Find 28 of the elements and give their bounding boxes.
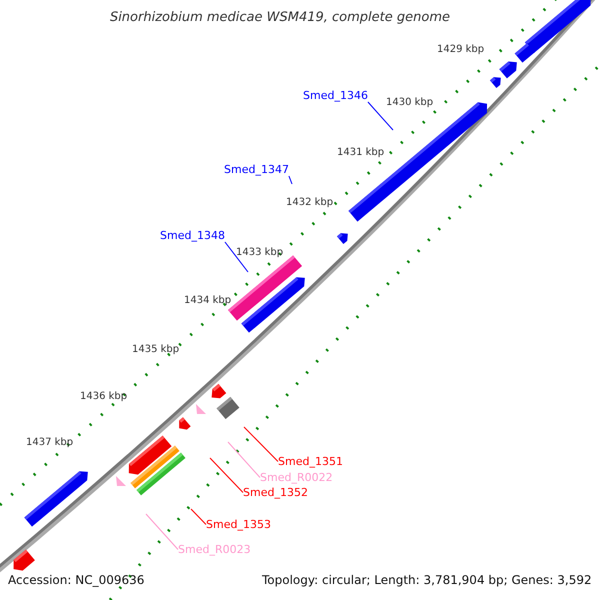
leader-line	[244, 426, 278, 462]
tick-label: 1434 kbp	[184, 295, 232, 306]
tick-label: 1433 kbp	[236, 247, 284, 258]
leader-line	[288, 176, 292, 184]
tick-label: 1436 kbp	[80, 391, 128, 402]
gene-label: Smed_1347	[224, 163, 289, 176]
leader-line	[228, 442, 260, 478]
gene-label: Smed_R0022	[260, 471, 333, 484]
title: Sinorhizobium medicae WSM419, complete genome	[108, 10, 450, 25]
gene-label: Smed_1346	[303, 89, 368, 102]
leader-line	[146, 514, 178, 550]
footer-text: Accession: NC_009636	[8, 573, 144, 587]
gene-label: Smed_R0023	[178, 543, 251, 556]
gene-label: Smed_1351	[278, 455, 343, 468]
leader-line	[190, 508, 206, 525]
tick-label: 1430 kbp	[386, 97, 434, 108]
leader-line	[210, 458, 244, 493]
tick-label: 1429 kbp	[437, 44, 484, 55]
tick-label: 1435 kbp	[132, 344, 180, 355]
gene-label: Smed_1353	[206, 518, 271, 531]
leader-line	[367, 102, 394, 130]
tick-label: 1432 kbp	[286, 197, 334, 208]
gene-label: Smed_1348	[160, 229, 225, 242]
footer-text: Topology: circular; Length: 3,781,904 bp; Genes: 3,592	[262, 573, 592, 587]
leader-line	[224, 242, 248, 272]
tick-label: 1431 kbp	[337, 147, 384, 158]
gene-label: Smed_1352	[243, 486, 308, 499]
tick-label: 1437 kbp	[26, 437, 74, 448]
